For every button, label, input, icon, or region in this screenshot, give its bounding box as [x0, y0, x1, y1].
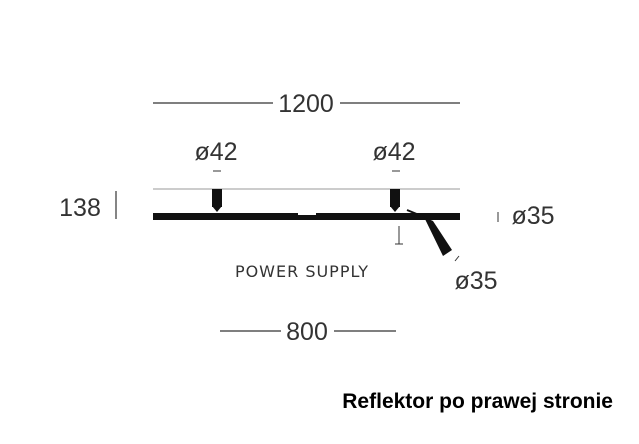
spot-left: [212, 189, 222, 212]
spot-diameter-left-label: ø42: [194, 138, 237, 166]
spot-right: [390, 189, 400, 212]
reflector-arm: [395, 209, 452, 256]
dimension-800: 800: [220, 318, 396, 346]
luminaire-body: [153, 213, 460, 220]
reflector-bottom-tick: [454, 255, 460, 262]
dimension-1200: 1200: [153, 90, 460, 118]
power-supply-label: POWER SUPPLY: [235, 262, 369, 281]
height-138-label: 138: [59, 194, 101, 222]
caption: Reflektor po prawej stronie: [342, 390, 613, 413]
reflector-diameter-bottom-label: ø35: [454, 267, 497, 295]
spot-diameter-right-label: ø42: [372, 138, 415, 166]
reflector-diameter-side-label: ø35: [511, 202, 554, 230]
dimension-1200-label: 1200: [278, 90, 334, 118]
dimension-800-label: 800: [286, 318, 328, 346]
